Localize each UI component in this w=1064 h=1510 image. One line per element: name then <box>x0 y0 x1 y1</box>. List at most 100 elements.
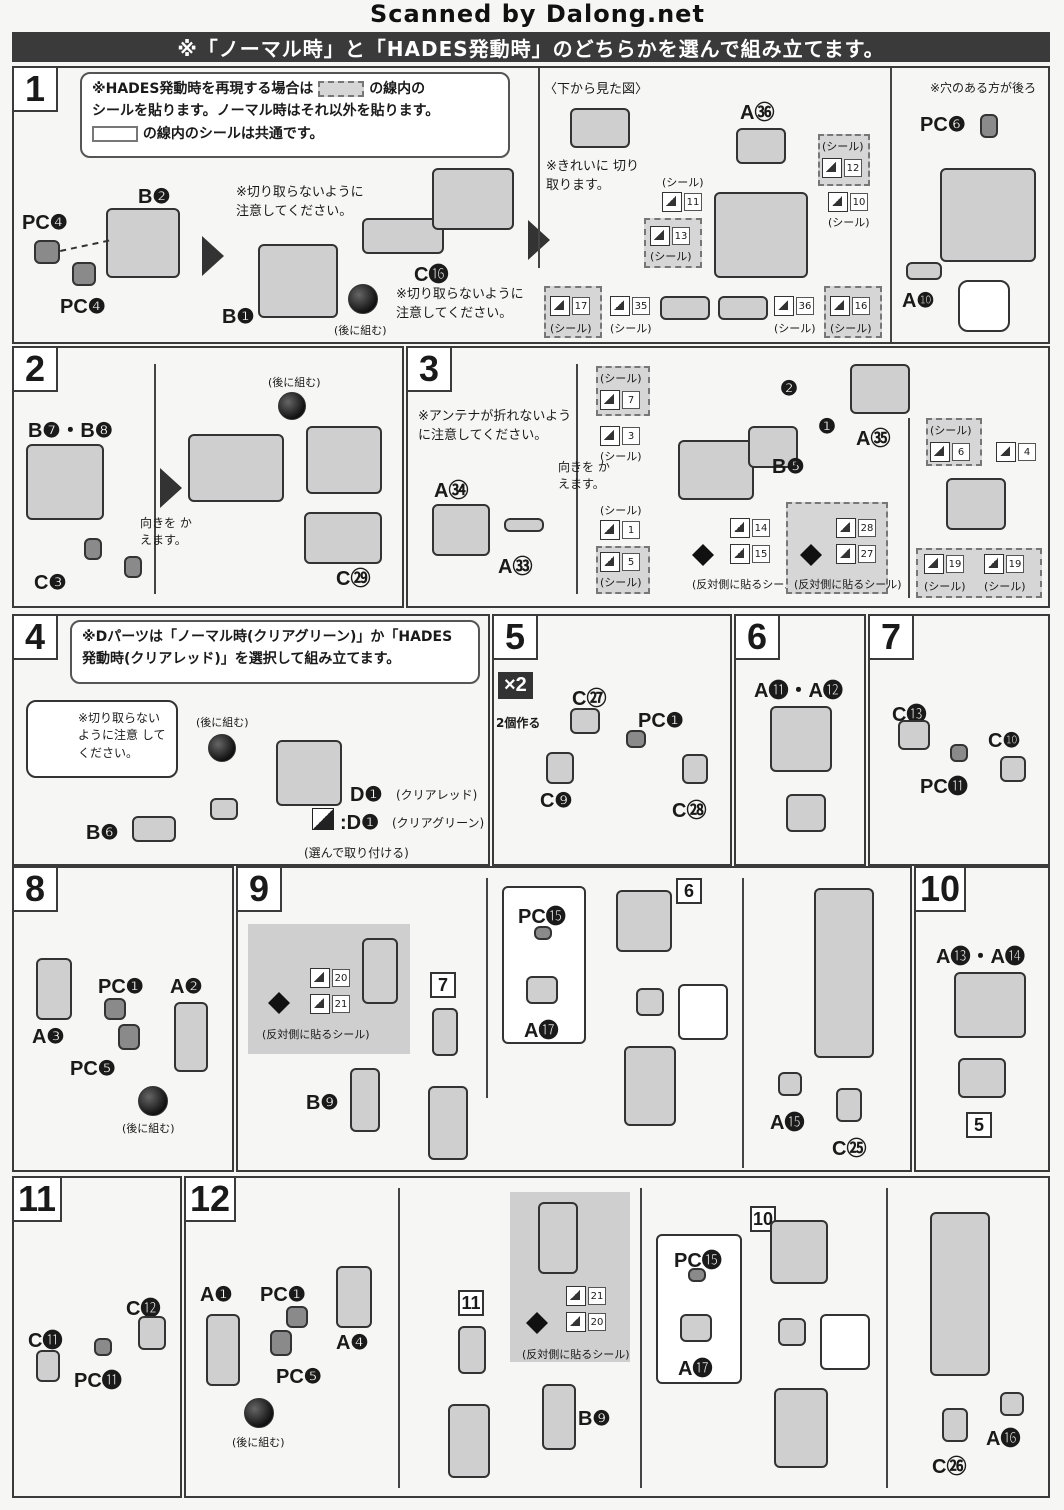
part-b7-b8 <box>26 444 104 520</box>
label-pc1: PC❶ <box>260 1284 306 1306</box>
later-ball <box>278 392 306 420</box>
step-number: 7 <box>870 616 914 660</box>
label-pc11: PC⓫ <box>920 776 968 798</box>
times-two-badge: ×2 <box>498 672 533 699</box>
part-c12 <box>138 1316 166 1350</box>
step-number: 6 <box>736 616 780 660</box>
mirror-icon <box>526 1312 548 1334</box>
hades-sticker-note: ※HADES発動時を再現する場合は の線内の シールを貼ります。ノーマル時はそれ… <box>80 72 510 158</box>
sticker-10: 10 <box>828 192 868 212</box>
label-pc11: PC⓫ <box>74 1370 122 1392</box>
later-ball <box>208 734 236 762</box>
part-b9-preview-2 <box>538 1202 578 1274</box>
sticker-27: 27 <box>836 544 876 564</box>
label-a16: A⓰ <box>986 1428 1021 1450</box>
step-number: 5 <box>494 616 538 660</box>
part-b9-2 <box>542 1384 576 1450</box>
cut-note-1: ※切り取らないように 注意してください。 <box>236 185 364 219</box>
clear-red: (クリアレッド) <box>396 788 478 802</box>
part-strip-a <box>660 296 710 320</box>
elbow-assembly <box>432 1008 458 1056</box>
part-pc5 <box>270 1330 292 1356</box>
joint-block <box>636 988 664 1016</box>
page-title-banner: ※「ノーマル時」と「HADES発動時」のどちらかを選んで組み立てます。 <box>12 32 1050 62</box>
sticker-35: 35 <box>610 296 650 316</box>
shoulder-ref <box>616 890 672 952</box>
label-b2: B❷ <box>138 186 171 208</box>
part-c16 <box>362 218 444 254</box>
sticker-17: 17 <box>550 296 590 316</box>
shoulder-armor <box>770 706 832 772</box>
part-pc1 <box>626 730 646 748</box>
label-b9: B❾ <box>578 1408 611 1430</box>
step-2-panel: 2 B❼・B❽ C❸ 向きを かえます。 (後に組む) C㉙ <box>12 346 404 608</box>
sticker-20: 20 <box>566 1312 606 1332</box>
part-a17 <box>680 1314 712 1342</box>
label-b7-b8: B❼・B❽ <box>28 420 113 442</box>
step-6-panel: 6 A⓫・A⓬ <box>734 614 866 866</box>
label-a13-a14: A⓭・A⓮ <box>936 946 1025 968</box>
arm-assembled-2 <box>930 1212 990 1376</box>
label-a34: A㉞ <box>434 480 469 502</box>
part-c28 <box>682 754 708 784</box>
part-c13 <box>898 720 930 750</box>
d-parts-note: ※Dパーツは「ノーマル時(クリアグリーン)」か「HADES 発動時(クリアレッド… <box>70 620 480 684</box>
sticker-16: 16 <box>830 296 870 316</box>
sticker-6: 6 <box>930 442 970 462</box>
flow-arrow <box>160 468 182 508</box>
cut-callout <box>26 700 178 778</box>
order-1: ❶ <box>818 416 836 438</box>
part-a36 <box>736 128 786 164</box>
label-c12: C⓬ <box>126 1298 161 1320</box>
label-pc5: PC❺ <box>276 1366 322 1388</box>
part-a17 <box>526 976 558 1004</box>
label-a17: A⓱ <box>678 1358 713 1380</box>
later-ball <box>138 1086 168 1116</box>
mirror-icon <box>800 544 822 566</box>
turn-note: 向きを かえます。 <box>558 460 610 491</box>
elbow-assembly-2 <box>458 1326 486 1374</box>
sticker-1: 1 <box>600 520 640 540</box>
sticker-36: 36 <box>774 296 814 316</box>
part-b6 <box>132 816 176 842</box>
label-pc15: PC⓯ <box>674 1250 722 1272</box>
step-number: 9 <box>238 868 282 912</box>
label-a33: A㉝ <box>498 556 533 578</box>
part-c27 <box>570 708 600 734</box>
step-3-panel: 3 ※アンテナが折れないよう に注意してください。 A㉞ A㉝ (シール) 7 … <box>406 346 1050 608</box>
step-number: 2 <box>14 348 58 392</box>
label-d1-green: :D❶ <box>340 812 380 834</box>
label-a3: A❸ <box>32 1026 65 1048</box>
step-number: 12 <box>186 1178 237 1222</box>
cut-note: ※切り取らない ように注意 してください。 <box>78 711 166 760</box>
part-c3-b <box>124 556 142 578</box>
step-number: 10 <box>916 868 967 912</box>
cut-note-2: ※切り取らないように 注意してください。 <box>396 287 524 321</box>
step-4-panel: 4 ※Dパーツは「ノーマル時(クリアグリーン)」か「HADES 発動時(クリアレ… <box>12 614 490 866</box>
ref-step-7: 7 <box>430 972 456 998</box>
sticker-19-right: 19 <box>984 554 1024 574</box>
antenna-note: ※アンテナが折れないよう に注意してください。 <box>418 409 572 443</box>
sticker-28: 28 <box>836 518 876 538</box>
label-c26: C㉖ <box>932 1456 967 1478</box>
step-number: 3 <box>408 348 452 392</box>
part-b9 <box>350 1068 380 1132</box>
part-c11 <box>36 1350 60 1382</box>
label-pc1: PC❶ <box>98 976 144 998</box>
label-c29: C㉙ <box>336 568 371 590</box>
sticker-21: 21 <box>566 1286 606 1306</box>
torso-right <box>306 426 382 494</box>
label-b9: B❾ <box>306 1092 339 1114</box>
part-pc6 <box>980 114 998 138</box>
sticker-20: 20 <box>310 968 350 988</box>
ref-step-6: 6 <box>676 878 702 904</box>
clear-green: (クリアグリーン) <box>392 816 485 830</box>
label-a36: A㊱ <box>740 102 775 124</box>
label-c28: C㉘ <box>672 800 707 822</box>
step-1-panel: 1 ※HADES発動時を再現する場合は の線内の シールを貼ります。ノーマル時は… <box>12 66 1050 344</box>
callout-box-2 <box>656 1234 742 1384</box>
label-a11-a12: A⓫・A⓬ <box>754 680 843 702</box>
ref-step-11: 11 <box>458 1290 484 1316</box>
detail-box <box>678 984 728 1040</box>
part-pc11 <box>950 744 968 762</box>
